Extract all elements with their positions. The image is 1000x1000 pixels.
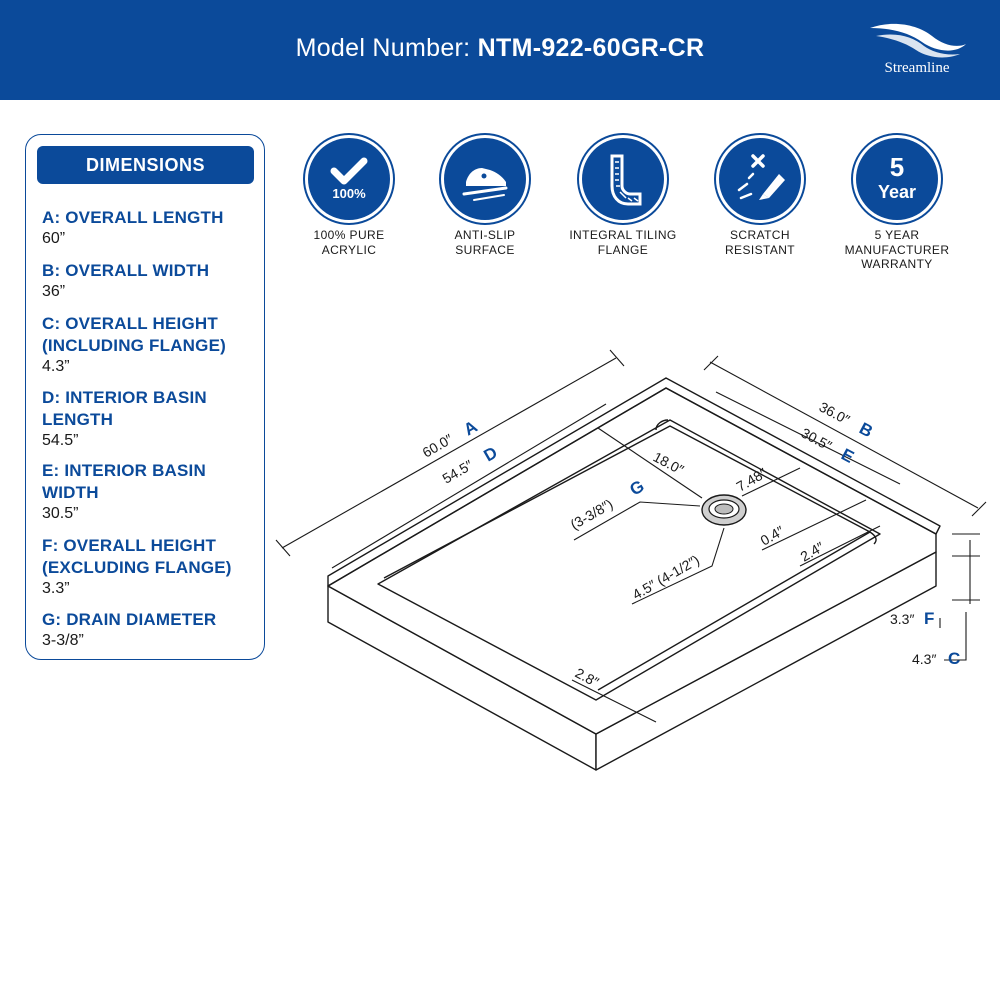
- feature-label: INTEGRAL TILING FLANGE: [569, 228, 677, 257]
- dimension-value: 3-3/8”: [42, 632, 84, 649]
- brand-logo: Streamline: [862, 18, 972, 88]
- dimension-label: G: DRAIN DIAMETER: [42, 610, 217, 629]
- dimension-item: E: INTERIOR BASIN WIDTH 30.5”: [42, 460, 262, 524]
- model-number-heading: Model Number: NTM-922-60GR-CR: [0, 34, 1000, 63]
- dimension-label: A: OVERALL LENGTH: [42, 208, 224, 227]
- dimension-value: 3.3”: [42, 580, 70, 597]
- dim-d-letter: D: [481, 443, 501, 466]
- dimension-label: C: OVERALL HEIGHT (INCLUDING FLANGE): [42, 314, 226, 355]
- dim-d-value: 54.5″: [440, 457, 476, 487]
- warranty-badge-icon: 5 Year: [856, 138, 938, 220]
- feature-label: SCRATCH RESISTANT: [724, 228, 796, 257]
- header-bar: Model Number: NTM-922-60GR-CR Streamline: [0, 0, 1000, 100]
- model-prefix: Model Number:: [295, 34, 478, 62]
- dimension-value: 60”: [42, 230, 66, 247]
- drain-icon: [701, 494, 747, 526]
- badge-percent-text: 100%: [332, 186, 366, 201]
- dim-c-letter: C: [948, 649, 960, 668]
- dim-a-value: 60.0″: [420, 431, 456, 461]
- dimension-lines: [275, 349, 987, 723]
- dimension-item: G: DRAIN DIAMETER 3-3/8”: [42, 609, 262, 651]
- dimension-item: C: OVERALL HEIGHT (INCLUDING FLANGE) 4.3…: [42, 313, 262, 377]
- dim-f-letter: F: [924, 609, 934, 628]
- dimension-label: B: OVERALL WIDTH: [42, 261, 210, 280]
- brand-name: Streamline: [884, 60, 950, 76]
- shower-base-outline: [327, 377, 941, 771]
- check-badge-icon: 100%: [308, 138, 390, 220]
- dim-e-value: 30.5″: [799, 425, 835, 454]
- dim-c-value: 4.3″: [912, 651, 936, 667]
- dimension-value: 4.3”: [42, 358, 70, 375]
- dimensions-title: DIMENSIONS: [37, 146, 254, 184]
- dimension-label: F: OVERALL HEIGHT (EXCLUDING FLANGE): [42, 536, 232, 577]
- dimension-value: 30.5”: [42, 505, 79, 522]
- dim-a-letter: A: [461, 417, 481, 440]
- wave-logo-icon: [870, 23, 966, 58]
- scratch-resistant-icon: [719, 138, 801, 220]
- dimensions-panel: DIMENSIONS A: OVERALL LENGTH 60” B: OVER…: [25, 134, 265, 660]
- dimension-item: F: OVERALL HEIGHT (EXCLUDING FLANGE) 3.3…: [42, 535, 262, 599]
- dimension-item: A: OVERALL LENGTH 60”: [42, 207, 262, 249]
- dim-f-value: 3.3″: [890, 611, 914, 627]
- feature-label: 100% PURE ACRYLIC: [313, 228, 385, 257]
- dimension-label: E: INTERIOR BASIN WIDTH: [42, 461, 206, 502]
- dimension-value: 54.5”: [42, 432, 79, 449]
- warranty-number: 5: [890, 152, 904, 182]
- dimension-item: B: OVERALL WIDTH 36”: [42, 260, 262, 302]
- dimension-value: 36”: [42, 283, 66, 300]
- dim-b-letter: B: [856, 419, 876, 442]
- dim-e-letter: E: [838, 445, 857, 467]
- model-number: NTM-922-60GR-CR: [477, 34, 705, 62]
- warranty-word: Year: [878, 182, 916, 202]
- feature-label: ANTI-SLIP SURFACE: [454, 228, 516, 257]
- feature-label: 5 YEAR MANUFACTURER WARRANTY: [844, 228, 950, 271]
- dimension-label: D: INTERIOR BASIN LENGTH: [42, 388, 207, 429]
- anti-slip-shoe-icon: [444, 138, 526, 220]
- dimension-item: D: INTERIOR BASIN LENGTH 54.5”: [42, 387, 262, 451]
- tiling-flange-icon: [582, 138, 664, 220]
